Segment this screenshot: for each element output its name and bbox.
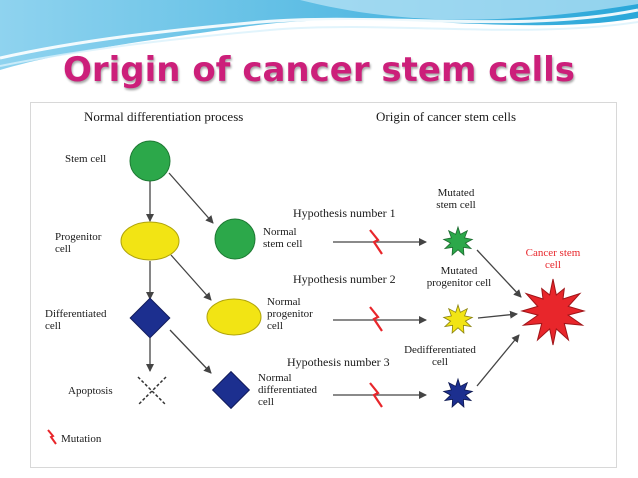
mutated-progenitor-cell-label: Mutated progenitor cell	[426, 265, 492, 289]
normal-differentiated-cell-label: Normal differentiated cell	[258, 372, 318, 408]
differentiated-cell-label: Differentiated cell	[45, 308, 107, 332]
right-header: Origin of cancer stem cells	[376, 109, 517, 124]
dedifferentiated-cell-label: Dedifferentiated cell	[404, 344, 476, 368]
slide-title: Origin of cancer stem cells	[62, 50, 576, 90]
cancer-stem-cell-label: Cancer stem cell	[525, 247, 581, 271]
mutated-stem-cell-star	[442, 225, 474, 256]
arrow-stem-self-renewal	[168, 172, 214, 224]
dedifferentiated-cell-star	[442, 377, 474, 408]
arrow-progenitor-self-renewal	[170, 254, 212, 301]
arrow-mutated-stem-to-cancer	[476, 249, 522, 298]
differentiated-cell-shape	[129, 297, 171, 339]
mutation-bolt-3	[369, 382, 383, 408]
left-header: Normal differentiation process	[84, 109, 244, 124]
normal-differentiated-cell-shape	[211, 370, 251, 410]
stem-cell-shape	[129, 140, 171, 182]
normal-progenitor-cell-label: Normal progenitor cell	[267, 296, 313, 332]
apoptosis-label: Apoptosis	[68, 385, 113, 397]
progenitor-cell-shape	[120, 221, 180, 261]
progenitor-cell-label: Progenitor cell	[55, 231, 102, 255]
arrow-mutated-progenitor-to-cancer	[477, 310, 518, 319]
cancer-stem-cell-star	[520, 278, 586, 346]
mutated-stem-cell-label: Mutated stem cell	[436, 187, 476, 211]
apoptosis-cross	[137, 376, 167, 406]
arrow-dedifferentiated-to-cancer	[476, 334, 520, 387]
mutation-bolt-1	[369, 229, 383, 255]
legend-mutation-label: Mutation	[61, 433, 102, 445]
stem-cell-label: Stem cell	[65, 153, 107, 165]
cancer-stem-cell-diagram: Normal differentiation process Origin of…	[30, 102, 617, 468]
normal-progenitor-cell-shape	[206, 298, 262, 336]
diagram-graphics	[47, 140, 586, 445]
mutation-bolt-2	[369, 306, 383, 332]
hypothesis-1-label: Hypothesis number 1	[293, 206, 396, 220]
normal-stem-cell-label: Normal stem cell	[263, 226, 303, 250]
mutated-progenitor-cell-star	[442, 303, 474, 334]
arrow-differentiated-self-renewal	[169, 329, 212, 374]
normal-stem-cell-shape	[214, 218, 256, 260]
hypothesis-2-label: Hypothesis number 2	[293, 272, 396, 286]
legend-mutation-bolt	[47, 429, 57, 445]
hypothesis-3-label: Hypothesis number 3	[287, 355, 390, 369]
